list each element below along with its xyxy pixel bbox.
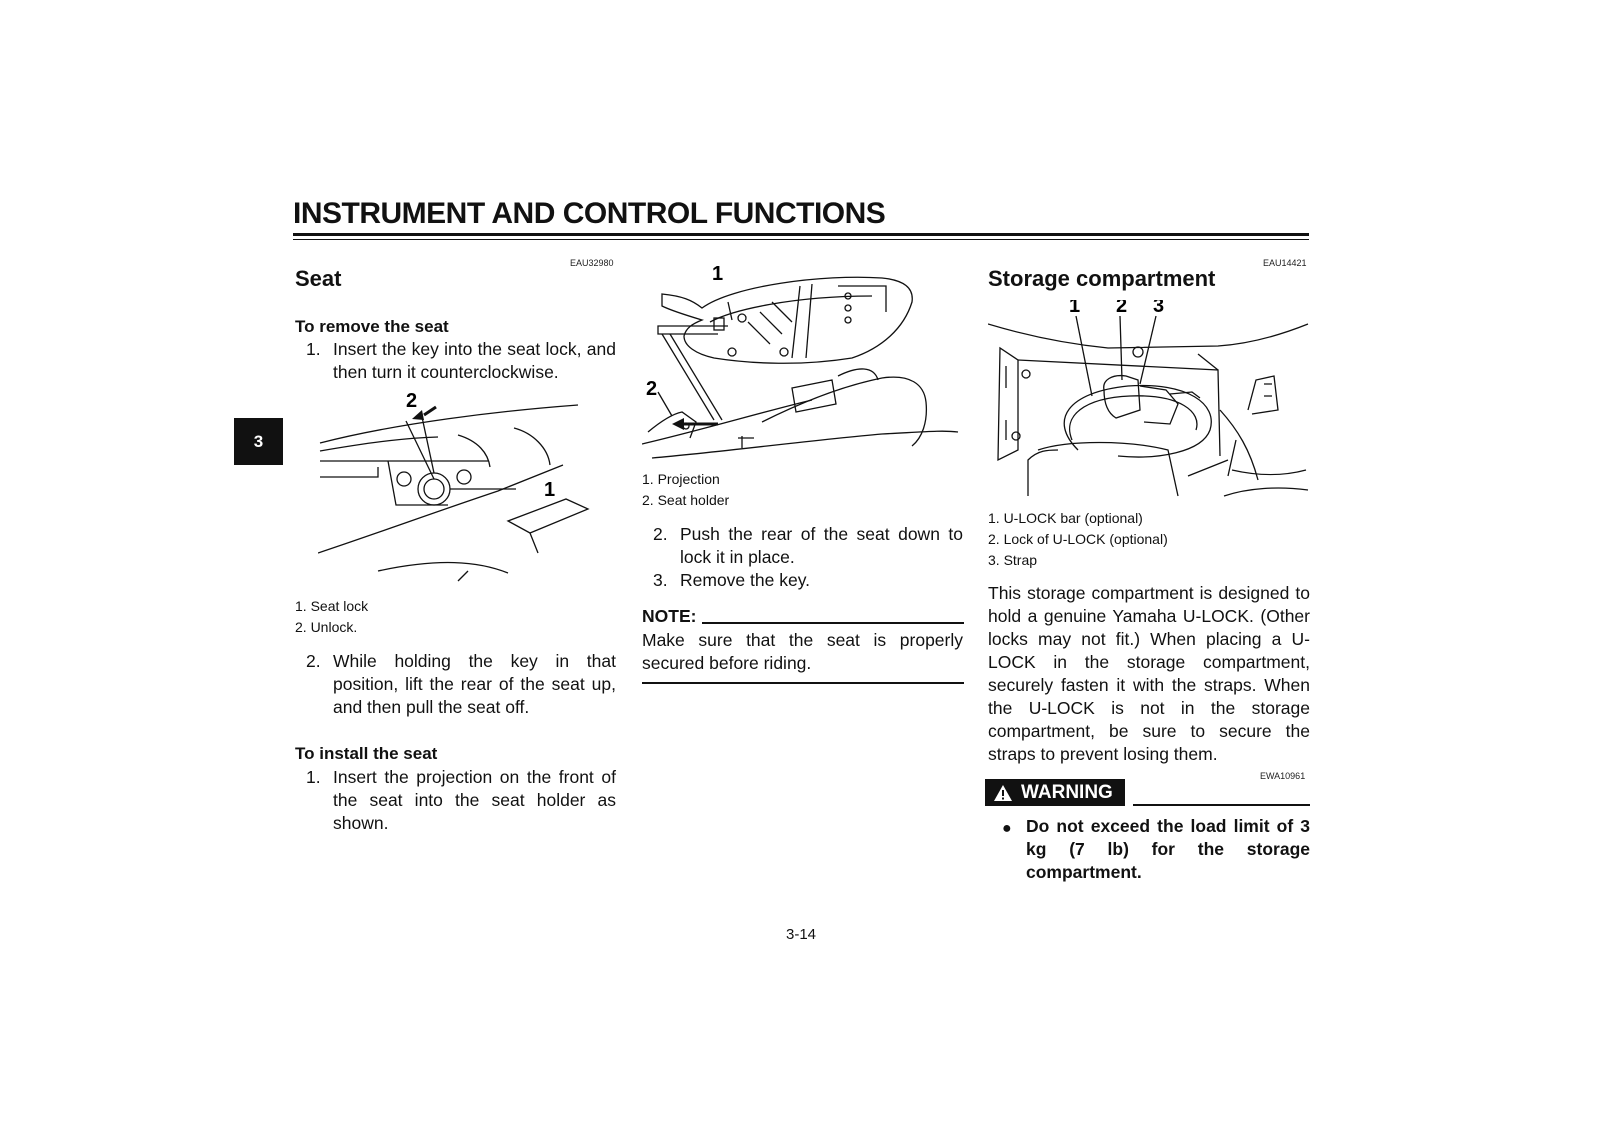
seat-holder-figure-label-2: 2 [646,378,657,400]
caption-item: 1. U-LOCK bar (optional) [988,510,1143,526]
install-step-1-text: Insert the projection on the front of th… [333,767,616,833]
storage-section-code: EAU14421 [1263,258,1307,268]
title-rule [293,233,1309,236]
storage-figure-label-3: 3 [1153,300,1164,317]
caption-item: 2. Unlock. [295,619,358,635]
caption-item: 2. Seat holder [642,492,730,508]
remove-step-1-number: 1. [306,339,321,359]
page-title: INSTRUMENT AND CONTROL FUNCTIONS [293,197,886,230]
note-rule-bottom [642,682,964,684]
caption-item: 1. Projection [642,471,720,487]
seat-holder-figure-label-1: 1 [712,263,723,285]
note-text: Make sure that the seat is properly secu… [642,630,963,673]
install-seat-heading: To install the seat [295,744,438,763]
install-step-2-number: 2. [653,524,668,544]
warning-triangle-icon [994,784,1012,801]
bullet-icon: ● [1002,820,1012,837]
storage-figure-captions: 1. U-LOCK bar (optional) 2. Lock of U-LO… [988,508,1168,571]
seat-lock-figure-label-1: 1 [544,479,555,501]
storage-figure-label-1: 1 [1069,300,1080,317]
install-step-3: 3. Remove the key. [653,569,963,592]
install-step-2: 2. Push the rear of the seat down to loc… [653,523,963,569]
title-rule-thin [293,239,1309,240]
install-step-3-number: 3. [653,570,668,590]
page-number: 3-14 [786,926,817,943]
warning-label: WARNING [1021,781,1113,803]
remove-seat-heading: To remove the seat [295,317,449,336]
warning-badge: WARNING [985,779,1125,806]
storage-compartment-figure: 1 2 3 [988,300,1309,497]
install-step-3-text: Remove the key. [680,570,811,590]
install-step-1-number: 1. [306,767,321,787]
seat-lock-figure-captions: 1. Seat lock 2. Unlock. [295,596,368,638]
remove-step-2-text: While holding the key in that position, … [333,651,616,717]
remove-step-2: 2. While holding the key in that positio… [306,650,616,719]
remove-step-1-text: Insert the key into the seat lock, and t… [333,339,616,382]
remove-step-1: 1. Insert the key into the seat lock, an… [306,338,616,384]
caption-item: 2. Lock of U-LOCK (optional) [988,531,1168,547]
warning-code: EWA10961 [1260,771,1306,781]
seat-heading: Seat [295,266,342,291]
remove-step-2-number: 2. [306,651,321,671]
seat-holder-figure-captions: 1. Projection 2. Seat holder [642,469,729,511]
note-rule-top [702,622,964,624]
chapter-tab: 3 [234,418,283,465]
storage-body-text: This storage compartment is designed to … [988,583,1310,764]
warning-rule [1133,804,1310,806]
seat-lock-figure: 2 1 [318,393,590,582]
storage-figure-label-2: 2 [1116,300,1127,317]
install-step-1: 1. Insert the projection on the front of… [306,766,616,835]
note-label: NOTE: [642,606,697,626]
caption-item: 3. Strap [988,552,1038,568]
seat-holder-figure: 1 2 [642,263,959,459]
caption-item: 1. Seat lock [295,598,369,614]
warning-bullet-text: Do not exceed the load limit of 3 kg (7 … [1026,816,1310,882]
storage-heading: Storage compartment [988,266,1216,291]
seat-lock-figure-label-2: 2 [406,393,417,412]
install-step-2-text: Push the rear of the seat down to lock i… [680,524,963,567]
seat-section-code: EAU32980 [570,258,614,268]
